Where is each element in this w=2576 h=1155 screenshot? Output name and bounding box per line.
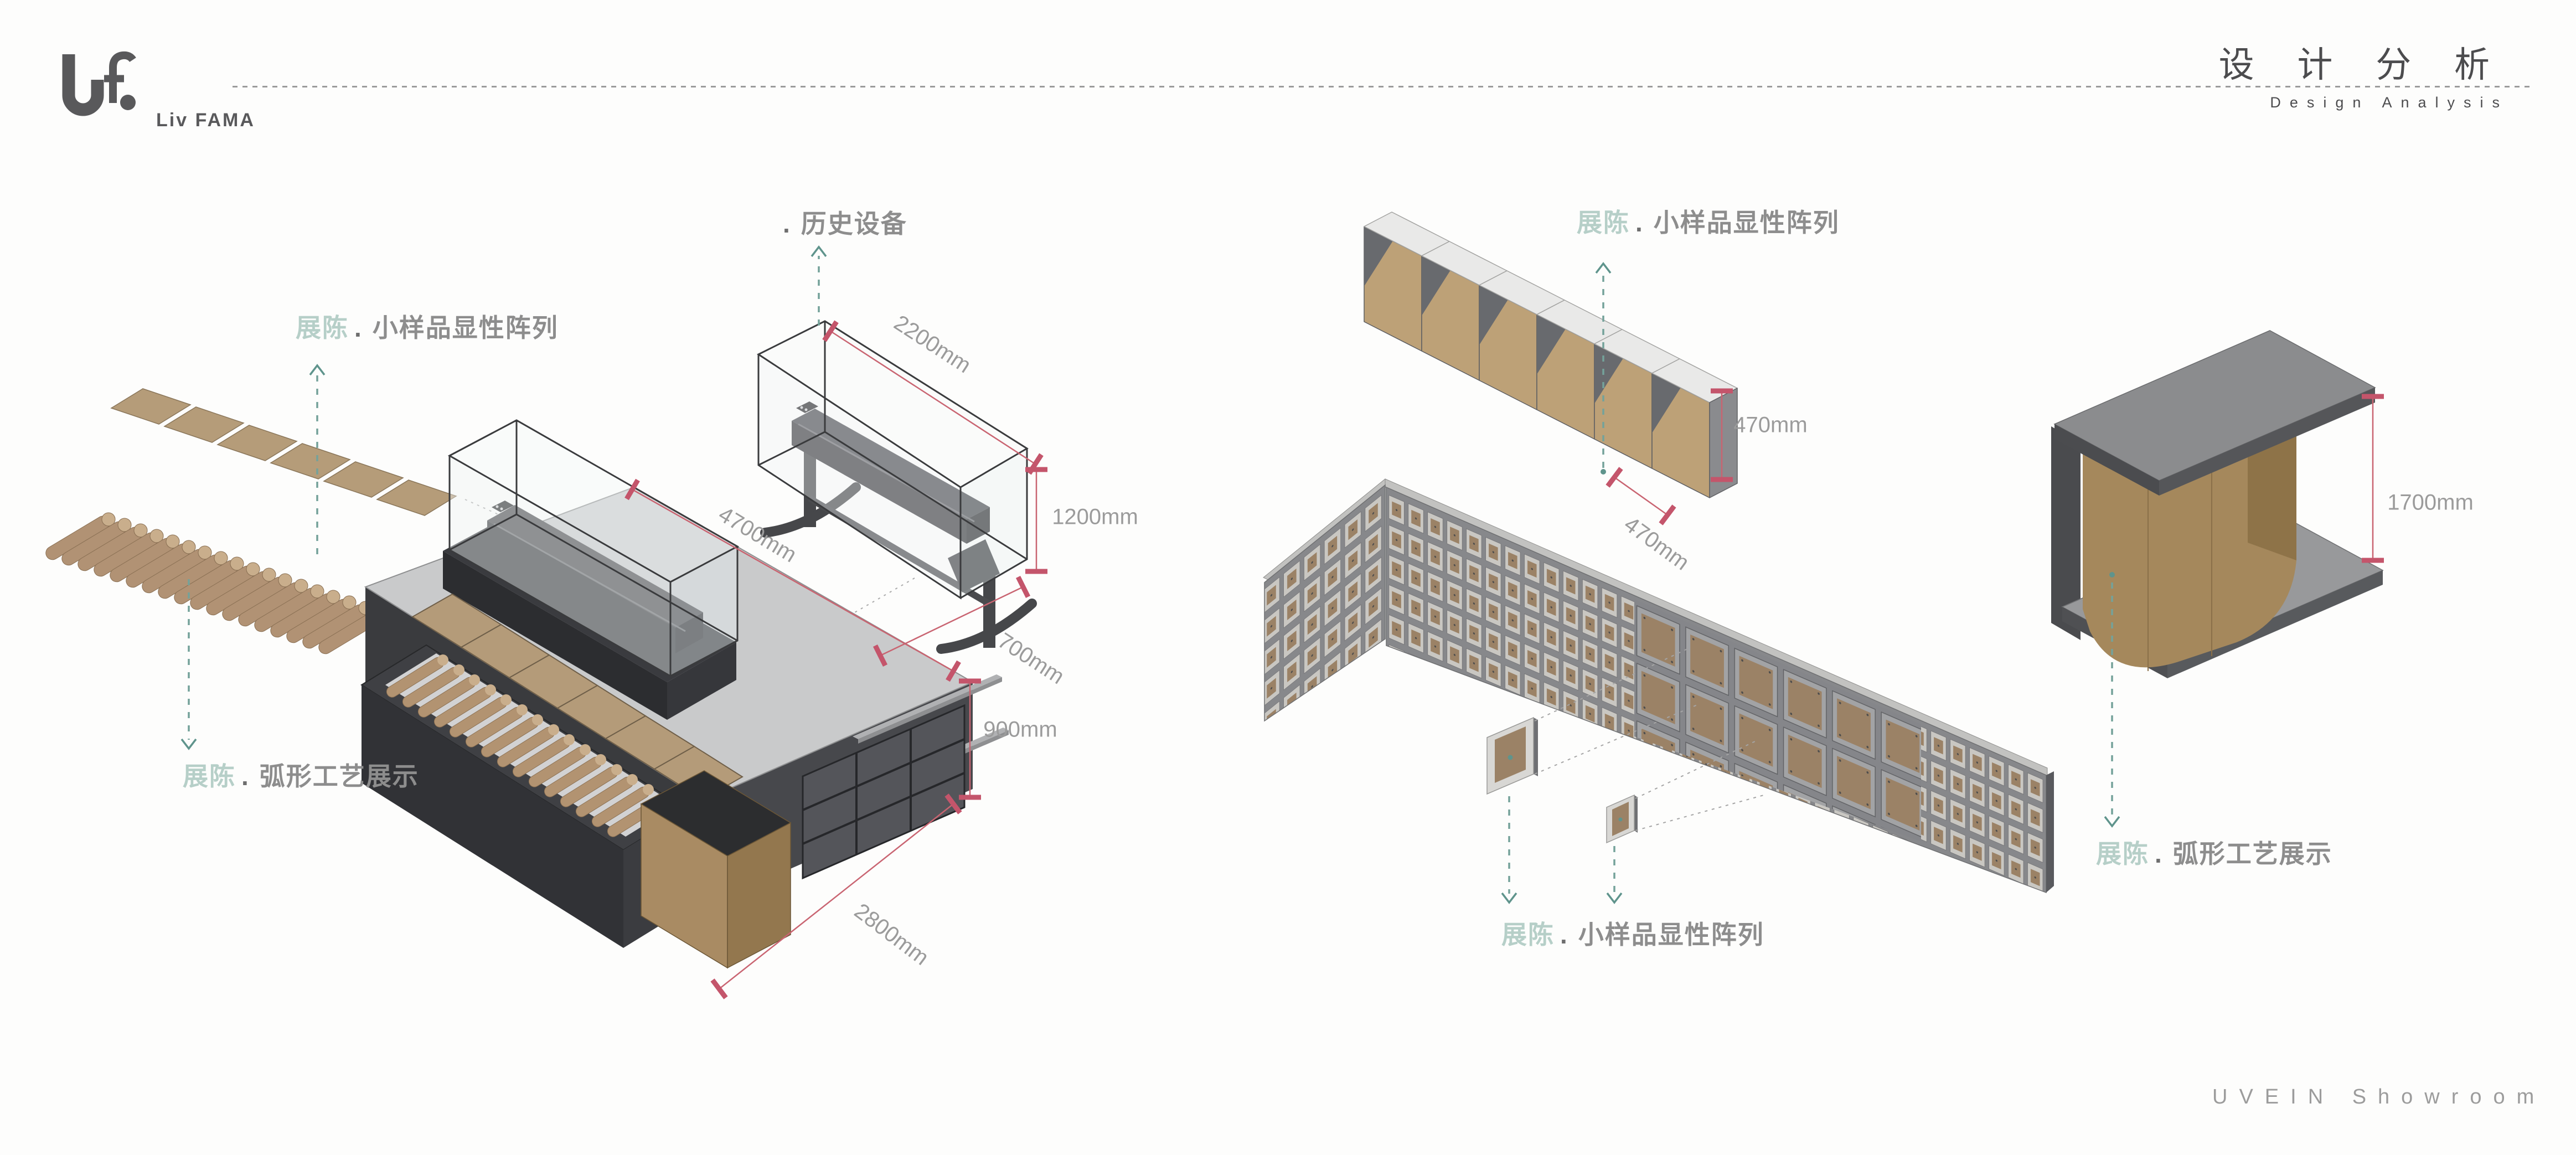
wood-planks-row — [110, 388, 457, 516]
label-right-arc-display: 展陈. 弧形工艺展示 — [2096, 834, 2332, 870]
label-prefix: 展陈 — [1501, 920, 1555, 949]
page-title: 设 计 分 析 — [2218, 45, 2506, 85]
brand-name: Liv FAMA — [156, 110, 255, 131]
dimension-lines — [632, 330, 2374, 989]
left-exhibit-counter-illustration — [43, 320, 1037, 969]
cabinet-top-slab — [2053, 330, 2376, 496]
label-prefix: 展陈 — [296, 313, 349, 342]
dim-shelf-height: 470mm — [1733, 412, 1808, 437]
label-text: 弧形工艺展示 — [259, 762, 419, 791]
label-dot: . — [1560, 920, 1568, 949]
wood-cabinet — [640, 770, 792, 969]
floating-sample-tile-large — [1486, 716, 1538, 795]
header-divider — [233, 86, 2531, 87]
wood-rollers-row — [43, 510, 391, 657]
teal-leader-arrowheads — [180, 246, 2120, 904]
label-dot: . — [354, 313, 363, 342]
floating-sample-tile-small — [1606, 794, 1638, 844]
teal-annotation-leaders — [188, 256, 2113, 894]
label-prefix: 展陈 — [1577, 208, 1630, 237]
tile-detail-leader-lines — [1534, 647, 1764, 831]
label-left-arc-display: 展陈. 弧形工艺展示 — [183, 756, 419, 793]
showroom-caption: UVEIN Showroom — [2212, 1085, 2546, 1108]
label-dot: . — [2155, 839, 2163, 868]
label-mid-bottom-sample-array: 展陈. 小样品显性阵列 — [1501, 915, 1764, 951]
counter-wood-band — [411, 593, 744, 801]
label-historical-equipment: . 历史设备 — [777, 204, 907, 240]
label-dot: . — [783, 209, 791, 238]
label-mid-top-sample-array: 展陈. 小样品显性阵列 — [1577, 203, 1840, 239]
dim-case-height: 1200mm — [1052, 504, 1138, 529]
right-exhibit-arc-cabinet-illustration — [2051, 330, 2384, 678]
label-text: 小样品显性阵列 — [372, 313, 559, 342]
label-prefix: 展陈 — [2096, 839, 2149, 868]
sample-shelf-row — [1364, 212, 1738, 498]
middle-exhibit-sample-wall-illustration — [1263, 212, 2054, 894]
dim-counter-height: 900mm — [983, 717, 1057, 742]
label-text: 历史设备 — [801, 209, 907, 238]
label-dot: . — [1635, 208, 1644, 237]
historical-equipment-table — [757, 320, 1037, 654]
label-dot: . — [241, 762, 250, 791]
sample-tile-wall — [1263, 478, 2054, 894]
label-left-sample-array: 展陈. 小样品显性阵列 — [296, 308, 559, 344]
dimension-ticks — [624, 320, 2384, 999]
label-text: 弧形工艺展示 — [2172, 839, 2332, 868]
page-subtitle: Design Analysis — [2270, 94, 2508, 111]
label-text: 小样品显性阵列 — [1653, 208, 1840, 237]
liv-fama-logo-icon — [62, 51, 136, 116]
label-prefix: 展陈 — [183, 762, 236, 791]
counter-cubby-shelves — [802, 704, 966, 880]
label-text: 小样品显性阵列 — [1578, 920, 1764, 949]
dim-cabinet-height: 1700mm — [2387, 490, 2474, 515]
